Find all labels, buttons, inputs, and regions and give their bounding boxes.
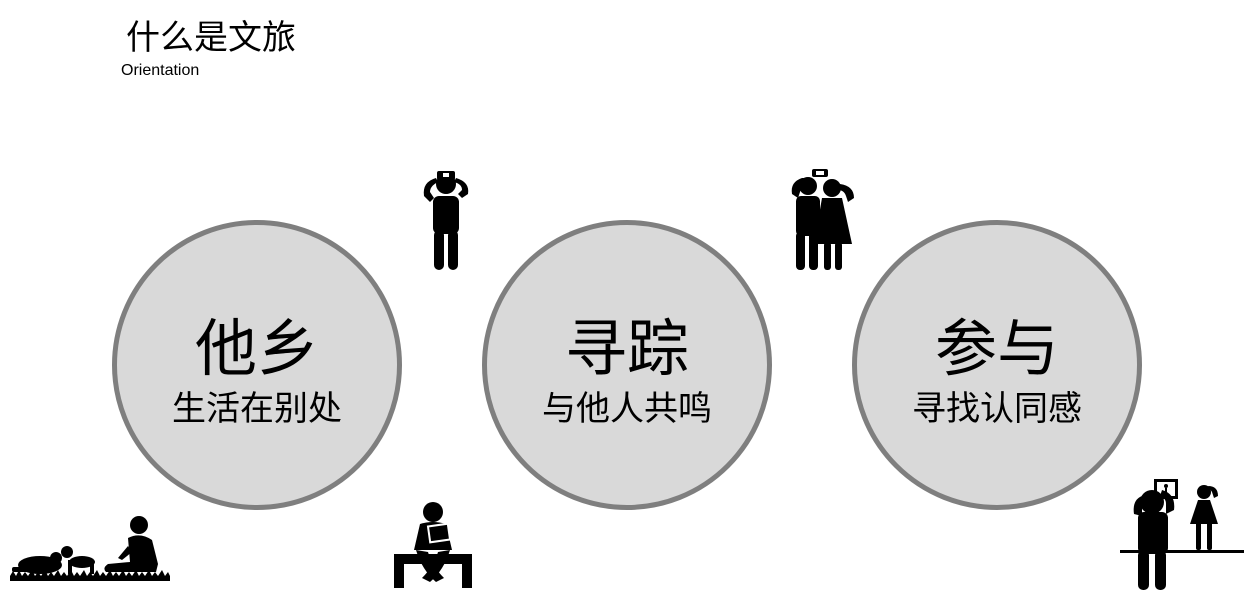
circle-other-place: 他乡 生活在别处 [112, 220, 402, 510]
circle-sub-text: 寻找认同感 [912, 389, 1082, 429]
circle-main-text: 寻踪 [564, 312, 689, 385]
circle-main-text: 参与 [934, 312, 1059, 385]
page-title: 什么是文旅 [126, 18, 296, 58]
circle-main-text: 他乡 [194, 312, 319, 385]
photographer-child-icon [1120, 479, 1244, 590]
family-on-grass-icon [10, 516, 170, 581]
couple-selfie-icon [791, 169, 854, 270]
page-subtitle: Orientation [121, 62, 200, 79]
person-photographing-icon [423, 171, 469, 270]
circle-sub-text: 与他人共鸣 [542, 389, 712, 429]
circle-participate: 参与 寻找认同感 [852, 220, 1142, 510]
circle-trace: 寻踪 与他人共鸣 [482, 220, 772, 510]
circle-sub-text: 生活在别处 [172, 389, 342, 429]
sitting-reader-icon [394, 502, 472, 588]
